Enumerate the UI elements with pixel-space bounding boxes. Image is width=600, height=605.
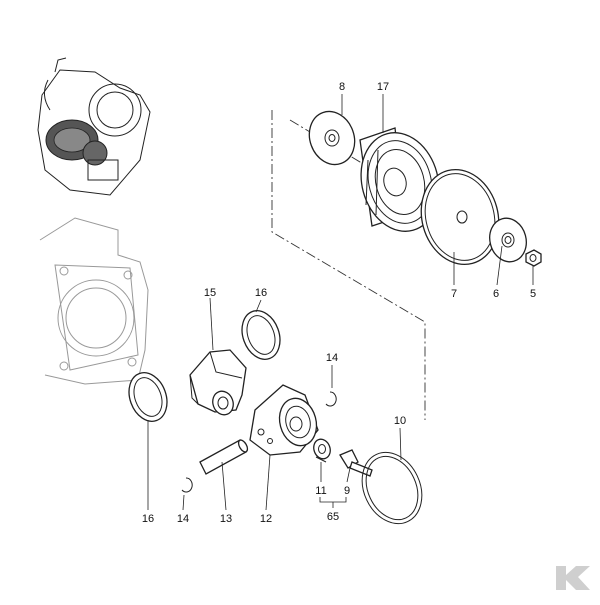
part-6-washer bbox=[489, 217, 527, 263]
callout-16-lower: 16 bbox=[142, 513, 154, 525]
part-9-screw bbox=[339, 449, 373, 477]
callout-13: 13 bbox=[220, 513, 232, 525]
callout-7: 7 bbox=[451, 288, 457, 300]
callout-6: 6 bbox=[493, 288, 499, 300]
callout-8: 8 bbox=[339, 81, 345, 93]
part-8-seal-disc bbox=[308, 110, 356, 166]
callout-labels: 8 17 7 6 5 15 16 14 10 16 14 13 12 11 9 … bbox=[142, 81, 536, 525]
part-5-nut bbox=[525, 249, 542, 267]
part-12-cylinder-block bbox=[249, 384, 319, 456]
part-10-retaining-ring bbox=[361, 451, 423, 525]
callout-11: 11 bbox=[315, 485, 326, 497]
callout-17: 17 bbox=[377, 81, 389, 93]
callout-14-lower: 14 bbox=[177, 513, 189, 525]
part-7-membrane bbox=[420, 168, 500, 266]
part-16-o-ring-lower bbox=[128, 372, 168, 422]
callout-5: 5 bbox=[530, 288, 536, 300]
callout-12: 12 bbox=[260, 513, 272, 525]
part-17-diaphragm-housing bbox=[359, 127, 440, 232]
callout-15: 15 bbox=[204, 287, 216, 299]
overview-thumbnail bbox=[37, 57, 151, 196]
pump-housing-outline bbox=[39, 217, 149, 385]
callout-14-upper: 14 bbox=[326, 352, 338, 364]
leader-lines bbox=[147, 94, 534, 511]
callout-10: 10 bbox=[394, 415, 406, 427]
callout-65: 65 bbox=[327, 511, 339, 523]
callout-9: 9 bbox=[344, 485, 350, 497]
part-14-circlip-upper bbox=[325, 391, 337, 407]
part-16-o-ring-upper bbox=[241, 310, 281, 360]
brand-watermark: K bbox=[556, 566, 590, 590]
callout-16-upper: 16 bbox=[255, 287, 267, 299]
part-15-pump-body bbox=[189, 349, 247, 416]
part-14-circlip-lower bbox=[181, 477, 193, 493]
part-13-pin bbox=[199, 439, 249, 475]
part-11-bushing bbox=[313, 438, 331, 463]
